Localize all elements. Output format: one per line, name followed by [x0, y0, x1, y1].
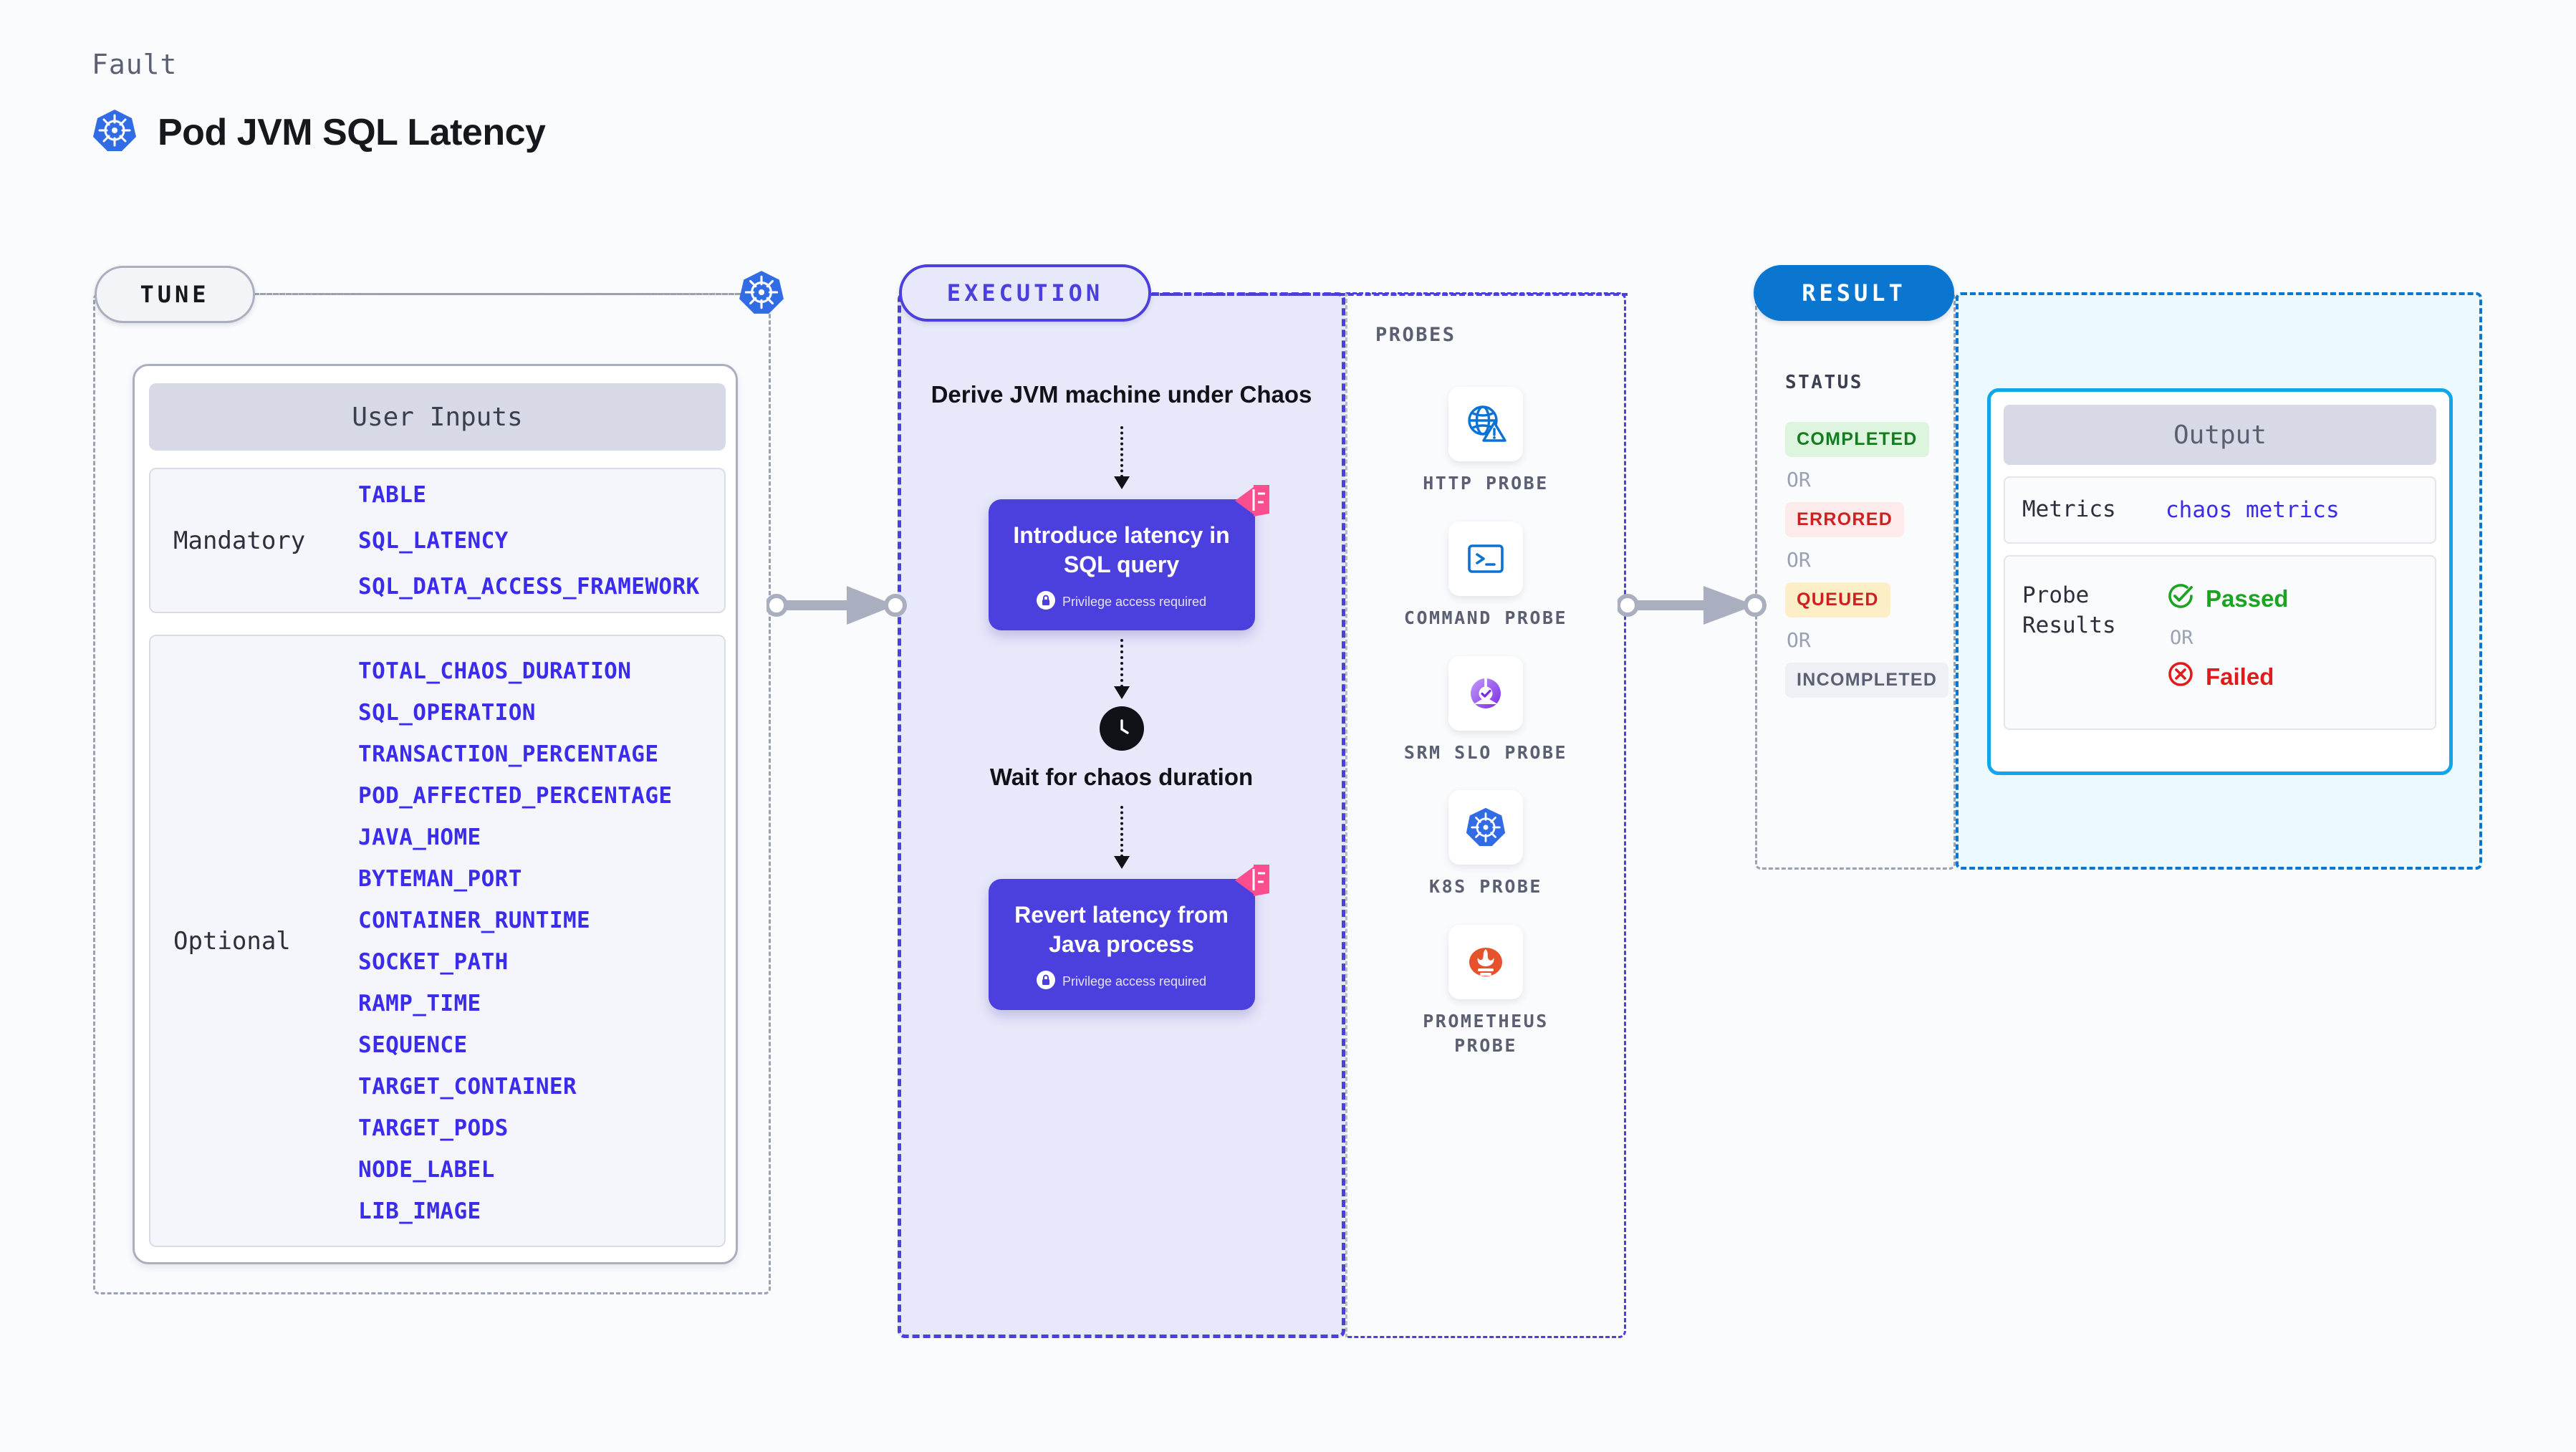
probe-item-srm-slo[interactable]: SRM SLO PROBE	[1403, 655, 1568, 765]
kubernetes-icon	[738, 269, 785, 319]
execution-step-derive: Derive JVM machine under Chaos	[931, 381, 1312, 408]
tune-badge[interactable]: TUNE	[95, 266, 255, 323]
execution-card-note: Privilege access required	[1004, 590, 1239, 613]
status-badge-errored: ERRORED	[1785, 502, 1905, 537]
execution-flow: Derive JVM machine under Chaos Introduce…	[898, 380, 1345, 1010]
result-badge[interactable]: RESULT	[1754, 265, 1954, 321]
mandatory-param-group: Mandatory TABLE SQL_LATENCY SQL_DATA_ACC…	[149, 468, 726, 613]
mandatory-param-list: TABLE SQL_LATENCY SQL_DATA_ACCESS_FRAMEW…	[358, 472, 700, 610]
user-inputs-title: User Inputs	[149, 383, 726, 451]
probe-item-prometheus[interactable]: PROMETHEUS PROBE	[1393, 925, 1579, 1058]
probe-label: HTTP PROBE	[1423, 473, 1549, 494]
clock-icon	[1099, 706, 1144, 751]
optional-param-list: TOTAL_CHAOS_DURATION SQL_OPERATION TRANS…	[358, 650, 672, 1232]
user-inputs-card: User Inputs Mandatory TABLE SQL_LATENCY …	[133, 364, 738, 1264]
param-item[interactable]: POD_AFFECTED_PERCENTAGE	[358, 782, 673, 809]
title-row: Pod JVM SQL Latency	[92, 107, 546, 157]
param-item[interactable]: BYTEMAN_PORT	[358, 865, 522, 892]
metrics-value-link[interactable]: chaos metrics	[2166, 497, 2340, 523]
probe-item-http[interactable]: HTTP PROBE	[1423, 387, 1549, 496]
chaos-flag-icon	[1232, 862, 1272, 903]
terminal-icon	[1448, 521, 1523, 596]
status-or-text: OR	[1787, 628, 1811, 652]
execution-badge[interactable]: EXECUTION	[899, 264, 1151, 322]
probes-list: HTTP PROBE COMMAND PROBE	[1345, 387, 1626, 1058]
param-item[interactable]: TABLE	[358, 481, 427, 508]
page-title: Pod JVM SQL Latency	[158, 111, 546, 153]
execution-card-note-text: Privilege access required	[1062, 973, 1207, 989]
flow-arrow-icon	[1113, 638, 1130, 699]
chaos-flag-icon	[1232, 482, 1272, 523]
flow-arrow-icon	[1113, 425, 1130, 489]
status-badge-queued: QUEUED	[1785, 582, 1890, 617]
param-item[interactable]: TARGET_PODS	[358, 1115, 509, 1141]
probe-label: K8S PROBE	[1429, 876, 1542, 898]
param-item[interactable]: TRANSACTION_PERCENTAGE	[358, 741, 659, 767]
execution-connector-dash	[1151, 293, 1628, 296]
check-circle-icon	[2166, 581, 2196, 617]
lock-icon	[1036, 970, 1055, 993]
x-circle-icon	[2166, 659, 2196, 695]
param-item[interactable]: JAVA_HOME	[358, 824, 481, 850]
probe-label: SRM SLO PROBE	[1403, 741, 1568, 763]
status-list: COMPLETED OR ERRORED OR QUEUED OR INCOMP…	[1785, 415, 1949, 704]
status-or-text: OR	[1787, 548, 1811, 572]
execution-step-wait: Wait for chaos duration	[989, 763, 1254, 790]
lock-icon	[1036, 590, 1055, 613]
param-item[interactable]: TOTAL_CHAOS_DURATION	[358, 658, 632, 684]
output-row-metrics: Metrics chaos metrics	[2004, 476, 2436, 544]
kubernetes-icon	[1448, 790, 1523, 865]
metrics-key-label: Metrics	[2022, 496, 2116, 523]
execution-card-revert-latency[interactable]: Revert latency from Java process Privile…	[988, 864, 1269, 1010]
verdict-passed: Passed	[2166, 581, 2289, 617]
page-header: Fault Pod JVM SQL Latency	[92, 49, 546, 157]
param-item[interactable]: NODE_LABEL	[358, 1156, 495, 1183]
slo-gauge-icon	[1448, 655, 1523, 731]
param-item[interactable]: SQL_OPERATION	[358, 699, 536, 726]
status-badge-completed: COMPLETED	[1785, 422, 1929, 457]
prometheus-icon	[1448, 925, 1523, 999]
execution-card-note: Privilege access required	[1004, 970, 1239, 993]
probe-item-k8s[interactable]: K8S PROBE	[1429, 790, 1542, 899]
probe-verdict-list: Passed OR Failed	[2166, 581, 2289, 695]
status-label: STATUS	[1785, 372, 1863, 393]
execution-card-introduce-latency[interactable]: Introduce latency in SQL query Privilege…	[988, 484, 1269, 630]
execution-card-note-text: Privilege access required	[1062, 594, 1207, 609]
fault-eyebrow-label: Fault	[92, 49, 178, 80]
param-item[interactable]: SOCKET_PATH	[358, 948, 509, 975]
connector-execution-to-result	[1616, 580, 1768, 634]
execution-card-title: Revert latency from Java process	[1014, 901, 1229, 957]
param-item[interactable]: CONTAINER_RUNTIME	[358, 907, 591, 933]
verdict-failed: Failed	[2166, 659, 2289, 695]
kubernetes-icon	[92, 107, 138, 157]
output-card: Output Metrics chaos metrics Probe Resul…	[1987, 388, 2453, 775]
optional-label: Optional	[173, 926, 291, 956]
flow-arrow-icon	[1113, 805, 1130, 869]
optional-param-group: Optional TOTAL_CHAOS_DURATION SQL_OPERAT…	[149, 635, 726, 1247]
param-item[interactable]: SEQUENCE	[358, 1032, 468, 1058]
probes-label: PROBES	[1375, 324, 1456, 346]
param-item[interactable]: SQL_DATA_ACCESS_FRAMEWORK	[358, 573, 700, 600]
tune-region	[93, 293, 771, 1294]
verdict-or-text: OR	[2170, 627, 2193, 649]
mandatory-label: Mandatory	[173, 526, 306, 555]
probe-label: COMMAND PROBE	[1403, 607, 1568, 628]
status-or-text: OR	[1787, 468, 1811, 491]
output-title: Output	[2004, 405, 2436, 465]
param-item[interactable]: RAMP_TIME	[358, 990, 481, 1016]
probe-item-command[interactable]: COMMAND PROBE	[1404, 521, 1567, 630]
probe-results-key-label: Probe Results	[2022, 582, 2116, 638]
globe-warning-icon	[1448, 387, 1523, 461]
execution-card-title: Introduce latency in SQL query	[1013, 521, 1230, 577]
verdict-passed-label: Passed	[2206, 585, 2289, 612]
connector-tune-to-execution	[765, 580, 910, 634]
status-badge-incompleted: INCOMPLETED	[1785, 663, 1949, 698]
param-item[interactable]: TARGET_CONTAINER	[358, 1073, 577, 1100]
verdict-failed-label: Failed	[2206, 663, 2274, 690]
probe-label: PROMETHEUS PROBE	[1423, 1011, 1549, 1056]
param-item[interactable]: LIB_IMAGE	[358, 1198, 481, 1224]
output-row-probe-results: Probe Results Passed OR	[2004, 555, 2436, 730]
param-item[interactable]: SQL_LATENCY	[358, 527, 509, 554]
